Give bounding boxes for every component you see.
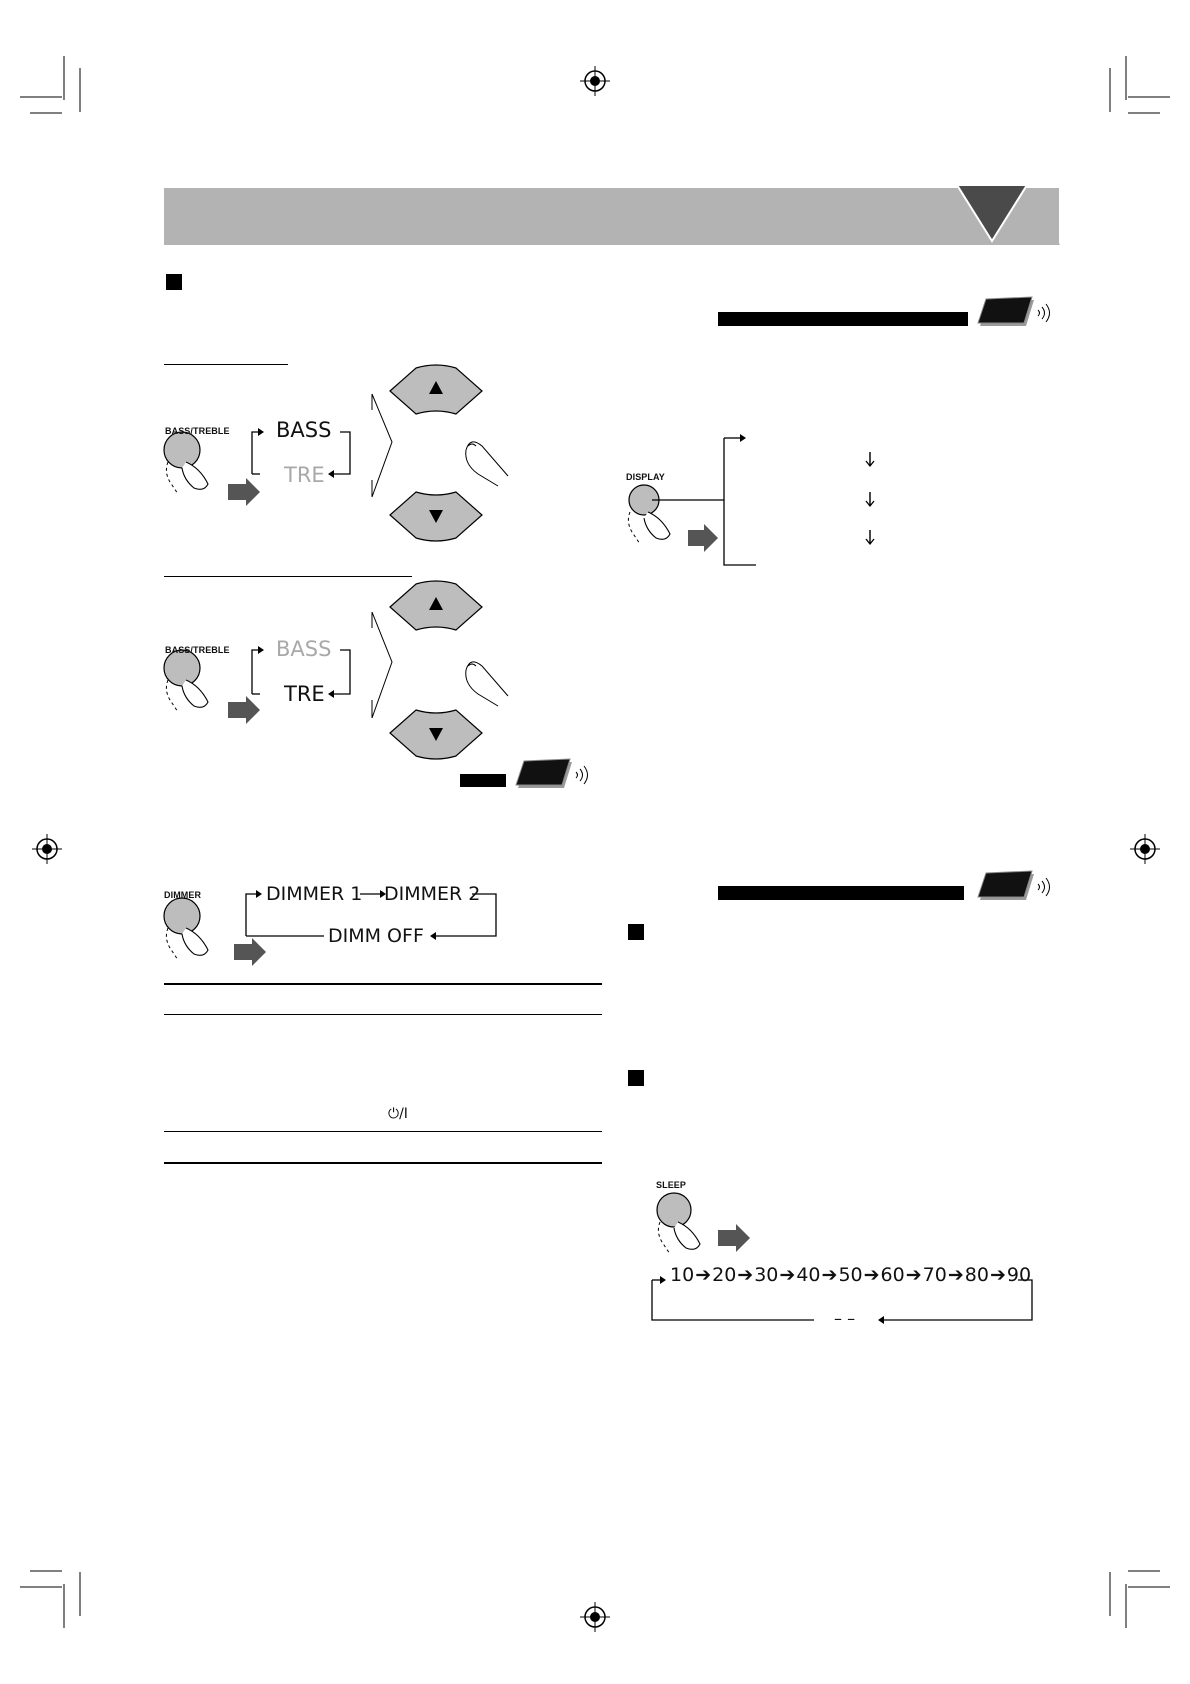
up-button-1[interactable] [388, 364, 484, 418]
header-tab [955, 184, 1060, 245]
dimmer-off: DIMM OFF [328, 925, 424, 947]
sleep-step: 70 [922, 1264, 947, 1286]
treble-cycle-bracket [251, 646, 351, 698]
bass-treble-label: BASS/TREBLE [165, 426, 230, 436]
sleep-step: 60 [880, 1264, 905, 1286]
up-button-2[interactable] [388, 580, 484, 634]
bass-cycle-label: BASS [276, 418, 332, 442]
subheading-underline-bass [164, 364, 288, 365]
arrow-right-icon: ➔ [821, 1264, 838, 1286]
bass-cycle-label-dimmed: BASS [276, 637, 332, 661]
sleep-off: – – [834, 1309, 856, 1328]
note-rule-bottom-2 [164, 1162, 602, 1164]
registration-mark-left [32, 834, 62, 864]
arrow-chevron-2 [371, 611, 393, 719]
note-rule-top-2 [164, 1131, 602, 1132]
dimmer-button[interactable] [160, 886, 280, 986]
header-band [164, 188, 1059, 245]
registration-mark-right [1130, 834, 1160, 864]
sleep-label: SLEEP [656, 1180, 687, 1190]
sleep-button[interactable] [654, 1180, 774, 1280]
tre-cycle-label-dimmed: TRE [284, 463, 325, 487]
sleep-step: 20 [712, 1264, 737, 1286]
arrow-right-icon: ➔ [695, 1264, 712, 1286]
section-bullet-sleep-2 [628, 1070, 644, 1086]
bass-treble-label-2: BASS/TREBLE [165, 645, 230, 655]
subheading-underline-treble [164, 576, 412, 577]
remote-icon-sleep [977, 870, 1050, 900]
sleep-cycle-bracket [651, 1276, 1033, 1324]
registration-mark-top [580, 66, 610, 96]
sleep-step: 90 [1006, 1264, 1032, 1286]
arrow-chevron-1 [371, 393, 393, 498]
display-cycle-bracket [652, 434, 871, 566]
dimmer-label: DIMMER [164, 890, 202, 900]
remote-badge-bar-left [460, 774, 506, 787]
section-bar-display [718, 312, 968, 326]
arrow-right-icon: ➔ [863, 1264, 880, 1286]
sleep-step: 40 [796, 1264, 821, 1286]
arrow-right-icon: ➔ [989, 1264, 1006, 1286]
dimmer-cycle-bracket [245, 890, 497, 940]
sleep-step: 50 [838, 1264, 863, 1286]
down-button-1[interactable] [388, 488, 484, 542]
display-button[interactable] [626, 484, 746, 586]
registration-mark-bottom [580, 1602, 610, 1632]
remote-icon-display [977, 296, 1050, 326]
finger-icon-1 [465, 441, 509, 487]
dimmer-step-2: DIMMER 2 [384, 883, 481, 905]
display-label: DISPLAY [626, 472, 665, 482]
display-arrows-down [865, 452, 875, 546]
dimmer-step-1: DIMMER 1 [266, 883, 363, 905]
power-symbol: ⏻/I [388, 1106, 408, 1122]
arrow-right-icon: ➔ [779, 1264, 796, 1286]
sleep-step: 80 [964, 1264, 989, 1286]
sleep-sequence: 10➔ 20➔ 30➔ 40➔ 50➔ 60➔ 70➔ 80➔ 90 [670, 1264, 1031, 1286]
finger-icon-2 [465, 661, 509, 707]
arrow-right-icon: ➔ [947, 1264, 964, 1286]
bass-treble-button[interactable] [160, 420, 280, 520]
arrow-right-icon: ➔ [737, 1264, 754, 1286]
section-bullet-tone [166, 274, 182, 290]
sleep-step: 30 [754, 1264, 779, 1286]
down-button-2[interactable] [388, 706, 484, 760]
tre-cycle-label: TRE [284, 682, 325, 706]
note-rule-bottom-1 [164, 1014, 602, 1015]
bass-cycle-bracket [251, 428, 351, 478]
section-bullet-sleep-1 [628, 924, 644, 940]
remote-icon-left [515, 758, 588, 788]
arrow-right-icon: ➔ [905, 1264, 922, 1286]
note-rule-top-1 [164, 983, 602, 985]
sleep-step: 10 [670, 1264, 695, 1286]
section-bar-sleep [718, 886, 964, 900]
bass-treble-button-2[interactable] [160, 638, 280, 738]
